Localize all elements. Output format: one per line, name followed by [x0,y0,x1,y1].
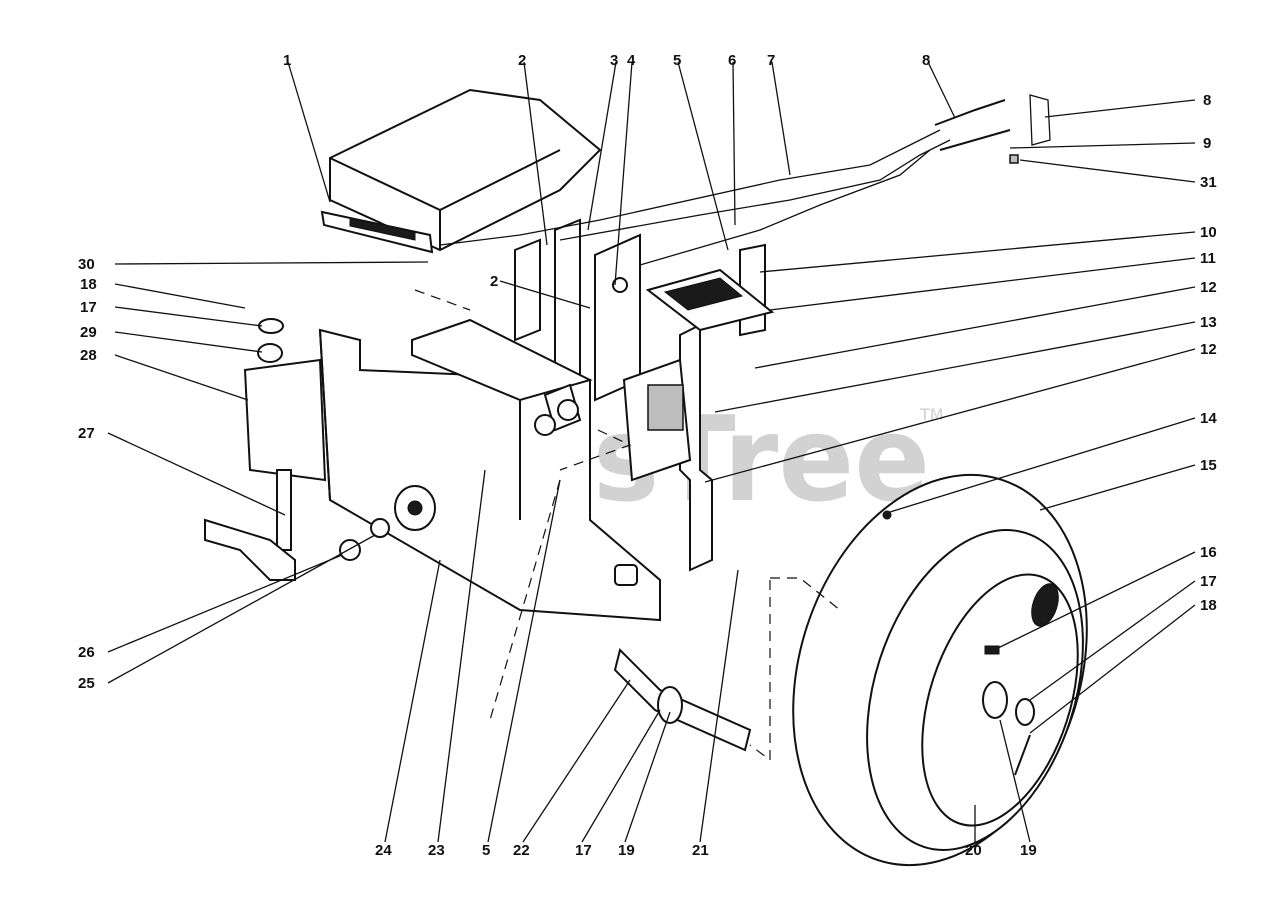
callout-7: 7 [767,52,775,69]
axle-housing [243,318,661,622]
footrest-right [645,268,775,332]
callout-6: 6 [728,52,736,69]
assembly-guides [414,289,841,762]
callout-5-bottom: 5 [482,842,490,859]
callout-21: 21 [692,842,709,859]
callout-17-left: 17 [80,299,97,316]
callout-11: 11 [1200,250,1216,267]
callout-16: 16 [1200,544,1217,561]
wheel-assembly [792,473,1088,867]
callout-2-top: 2 [518,52,526,69]
callout-18-right: 18 [1200,597,1217,614]
callout-1: 1 [283,52,291,69]
callout-23: 23 [428,842,445,859]
callout-2-mid: 2 [490,273,498,290]
callout-12-lower: 12 [1200,341,1217,358]
callout-5-top: 5 [673,52,681,69]
callout-3: 3 [610,52,618,69]
callout-20: 20 [965,842,982,859]
callout-19-wheel: 19 [1020,842,1037,859]
left-spindle [204,318,390,581]
callout-10: 10 [1200,224,1217,241]
right-axle [613,648,752,752]
callout-24: 24 [375,842,392,859]
callout-31: 31 [1200,174,1217,191]
callout-26: 26 [78,644,95,661]
callout-17-right: 17 [1200,573,1217,590]
callout-27: 27 [78,425,95,442]
callout-19-bottom: 19 [618,842,635,859]
callout-22: 22 [513,842,530,859]
callout-14: 14 [1200,410,1217,427]
center-brackets [514,218,766,572]
callout-labels: 1 2 3 4 5 6 7 8 8 9 31 10 11 12 13 12 14… [78,52,1217,859]
callout-29: 29 [80,324,97,341]
leader-lines [107,61,1196,843]
callout-8-top: 8 [922,52,930,69]
control-rods [439,94,1051,266]
callout-8-right: 8 [1203,92,1211,109]
callout-18-left: 18 [80,276,97,293]
callout-12-upper: 12 [1200,279,1217,296]
callout-4: 4 [627,52,636,69]
callout-13: 13 [1200,314,1217,331]
callout-15: 15 [1200,457,1217,474]
callout-28: 28 [80,347,97,364]
callout-9: 9 [1203,135,1211,152]
callout-17-bottom: 17 [575,842,592,859]
callout-25: 25 [78,675,95,692]
callout-30: 30 [78,256,95,273]
